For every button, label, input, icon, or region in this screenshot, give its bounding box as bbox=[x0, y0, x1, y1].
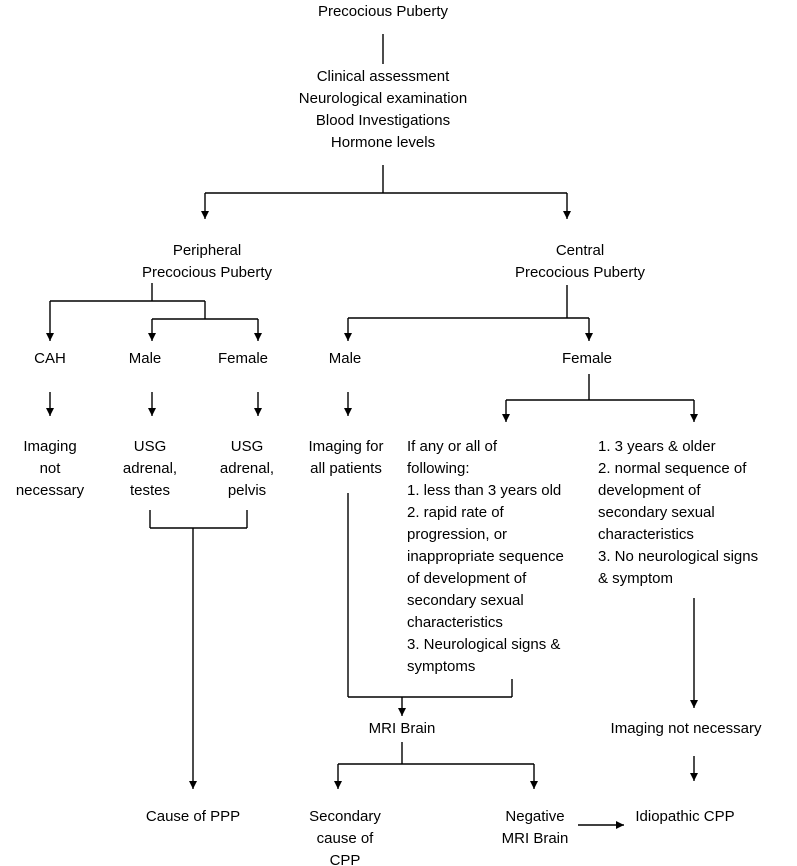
node-cause-ppp: Cause of PPP bbox=[145, 808, 241, 825]
node-peripheral-pp: Peripheral Precocious Puberty bbox=[141, 242, 273, 281]
node-usg-testes: USG adrenal, testes bbox=[122, 438, 178, 499]
node-imaging-all-patients: Imaging for all patients bbox=[308, 438, 384, 477]
node-female-criteria-b: 1. 3 years & older 2. normal sequence of… bbox=[598, 438, 759, 587]
node-assessment: Clinical assessment Neurological examina… bbox=[298, 68, 468, 151]
node-cpp-female: Female bbox=[561, 350, 613, 367]
node-cpp-male: Male bbox=[328, 350, 362, 367]
node-imaging-not-necessary-cah: Imaging not necessary bbox=[15, 438, 85, 499]
node-ppp-female: Female bbox=[217, 350, 269, 367]
node-negative-mri-brain: Negative MRI Brain bbox=[501, 808, 569, 847]
node-usg-pelvis: USG adrenal, pelvis bbox=[219, 438, 275, 499]
node-ppp-male: Male bbox=[128, 350, 162, 367]
node-title: Precocious Puberty bbox=[317, 3, 449, 20]
node-idiopathic-cpp: Idiopathic CPP bbox=[635, 808, 735, 825]
node-central-pp: Central Precocious Puberty bbox=[514, 242, 646, 281]
node-imaging-not-necessary-cpp: Imaging not necessary bbox=[610, 720, 762, 737]
node-secondary-cause-cpp: Secondary cause of CPP bbox=[309, 808, 381, 866]
node-female-criteria-a: If any or all of following: 1. less than… bbox=[407, 438, 564, 675]
node-mri-brain: MRI Brain bbox=[368, 720, 436, 737]
node-cah: CAH bbox=[34, 350, 66, 367]
